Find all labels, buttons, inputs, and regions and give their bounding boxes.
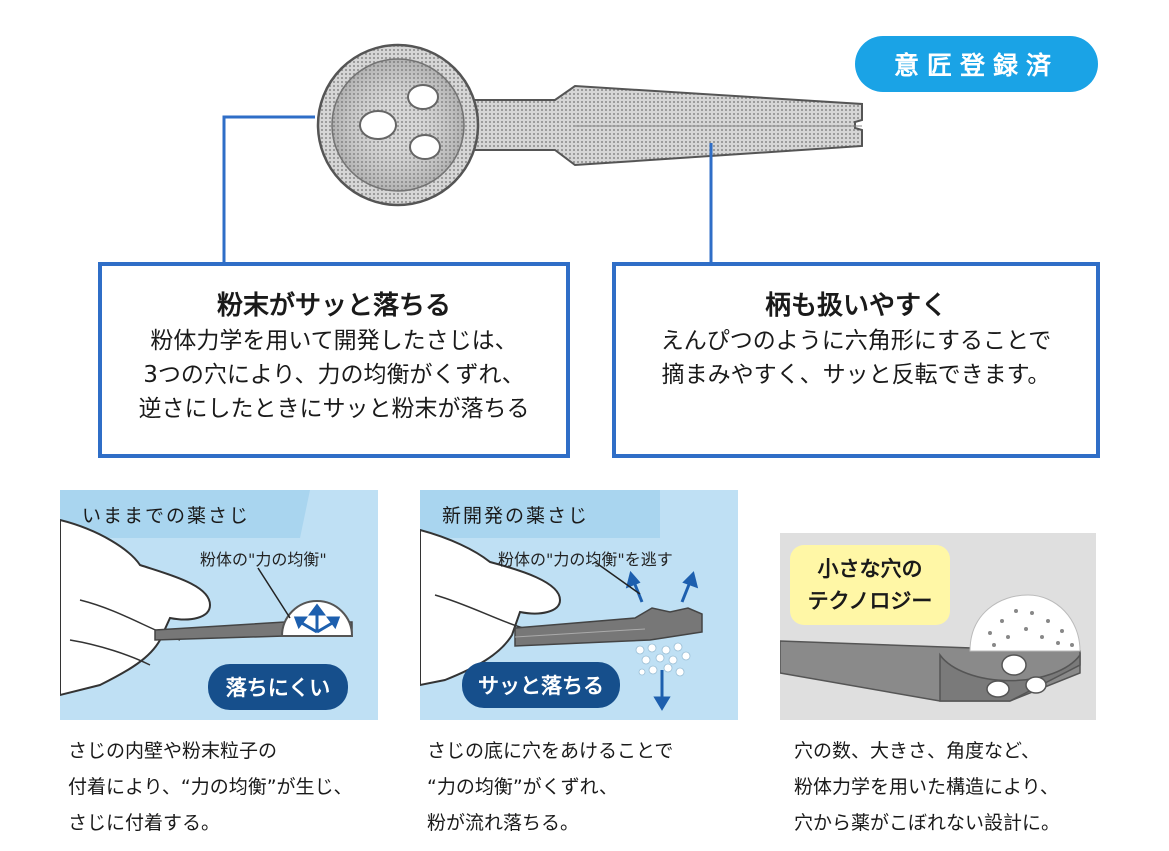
caption-line: さじに付着する。 [68,812,221,834]
status-pill: 落ちにくい [208,664,348,710]
panel-tab: 新開発の薬さじ [420,490,660,538]
feature-box-handle: 柄も扱いやすく えんぴつのように六角形にすることで 摘まみやすく、サッと反転でき… [612,262,1100,458]
callout-label: 粉体の"力の均衡" [200,550,327,569]
status-pill: サッと落ちる [462,662,620,708]
feature-line: 3つの穴により、力の均衡がくずれ、 [143,362,525,388]
design-registered-badge: 意匠登録済 [855,36,1098,92]
caption-line: 穴から薬がこぼれない設計に。 [794,812,1061,834]
tech-label-line: 小さな穴の [817,557,923,581]
feature-body: えんぴつのように六角形にすることで 摘まみやすく、サッと反転できます。 [661,324,1052,392]
feature-line: 逆さにしたときにサッと粉末が落ちる [138,396,530,422]
caption-line: 粉が流れ落ちる。 [427,812,580,834]
spoon-closeup-illustration [780,594,1081,702]
caption-line: “力の均衡”がくずれ、 [427,776,618,798]
feature-line: えんぴつのように六角形にすることで [660,328,1052,354]
caption-new-spoon: さじの底に穴をあけることで “力の均衡”がくずれ、 粉が流れ落ちる。 [427,733,673,841]
caption-small-hole: 穴の数、大きさ、角度など、 粉体力学を用いた構造により、 穴から薬がこぼれない設… [794,733,1060,841]
panel-tab: いままでの薬さじ [60,490,310,538]
panel-old-spoon: いままでの薬さじ 粉体の"力の均衡" 落ちにくい [60,490,378,720]
feature-title: 粉末がサッと落ちる [216,291,451,321]
hand-and-spoon-illustration [60,490,378,697]
hand-and-spoon-illustration [420,528,703,711]
feature-line: 粉体力学を用いて開発したさじは、 [150,328,518,354]
caption-line: 付着により、“力の均衡”が生じ、 [68,776,353,798]
feature-body: 粉体力学を用いて開発したさじは、 3つの穴により、力の均衡がくずれ、 逆さにした… [139,324,530,426]
caption-line: さじの内壁や粉末粒子の [68,740,278,762]
caption-line: 粉体力学を用いた構造により、 [794,776,1059,798]
caption-old-spoon: さじの内壁や粉末粒子の 付着により、“力の均衡”が生じ、 さじに付着する。 [68,733,353,841]
tech-label: 小さな穴の テクノロジー [790,545,950,625]
feature-title: 柄も扱いやすく [764,291,947,321]
tech-label-line: テクノロジー [807,589,933,613]
feature-box-powder: 粉末がサッと落ちる 粉体力学を用いて開発したさじは、 3つの穴により、力の均衡が… [98,262,570,458]
callout-label: 粉体の"力の均衡"を逃す [498,550,673,569]
caption-line: 穴の数、大きさ、角度など、 [794,740,1041,762]
panel-small-hole-tech: 小さな穴の テクノロジー [780,533,1096,720]
spoon-illustration [222,43,863,262]
feature-line: 摘まみやすく、サッと反転できます。 [661,362,1051,388]
panel-new-spoon: 新開発の薬さじ 粉体の"力の均衡"を逃す サッと落ちる [420,490,738,720]
caption-line: さじの底に穴をあけることで [427,740,674,762]
